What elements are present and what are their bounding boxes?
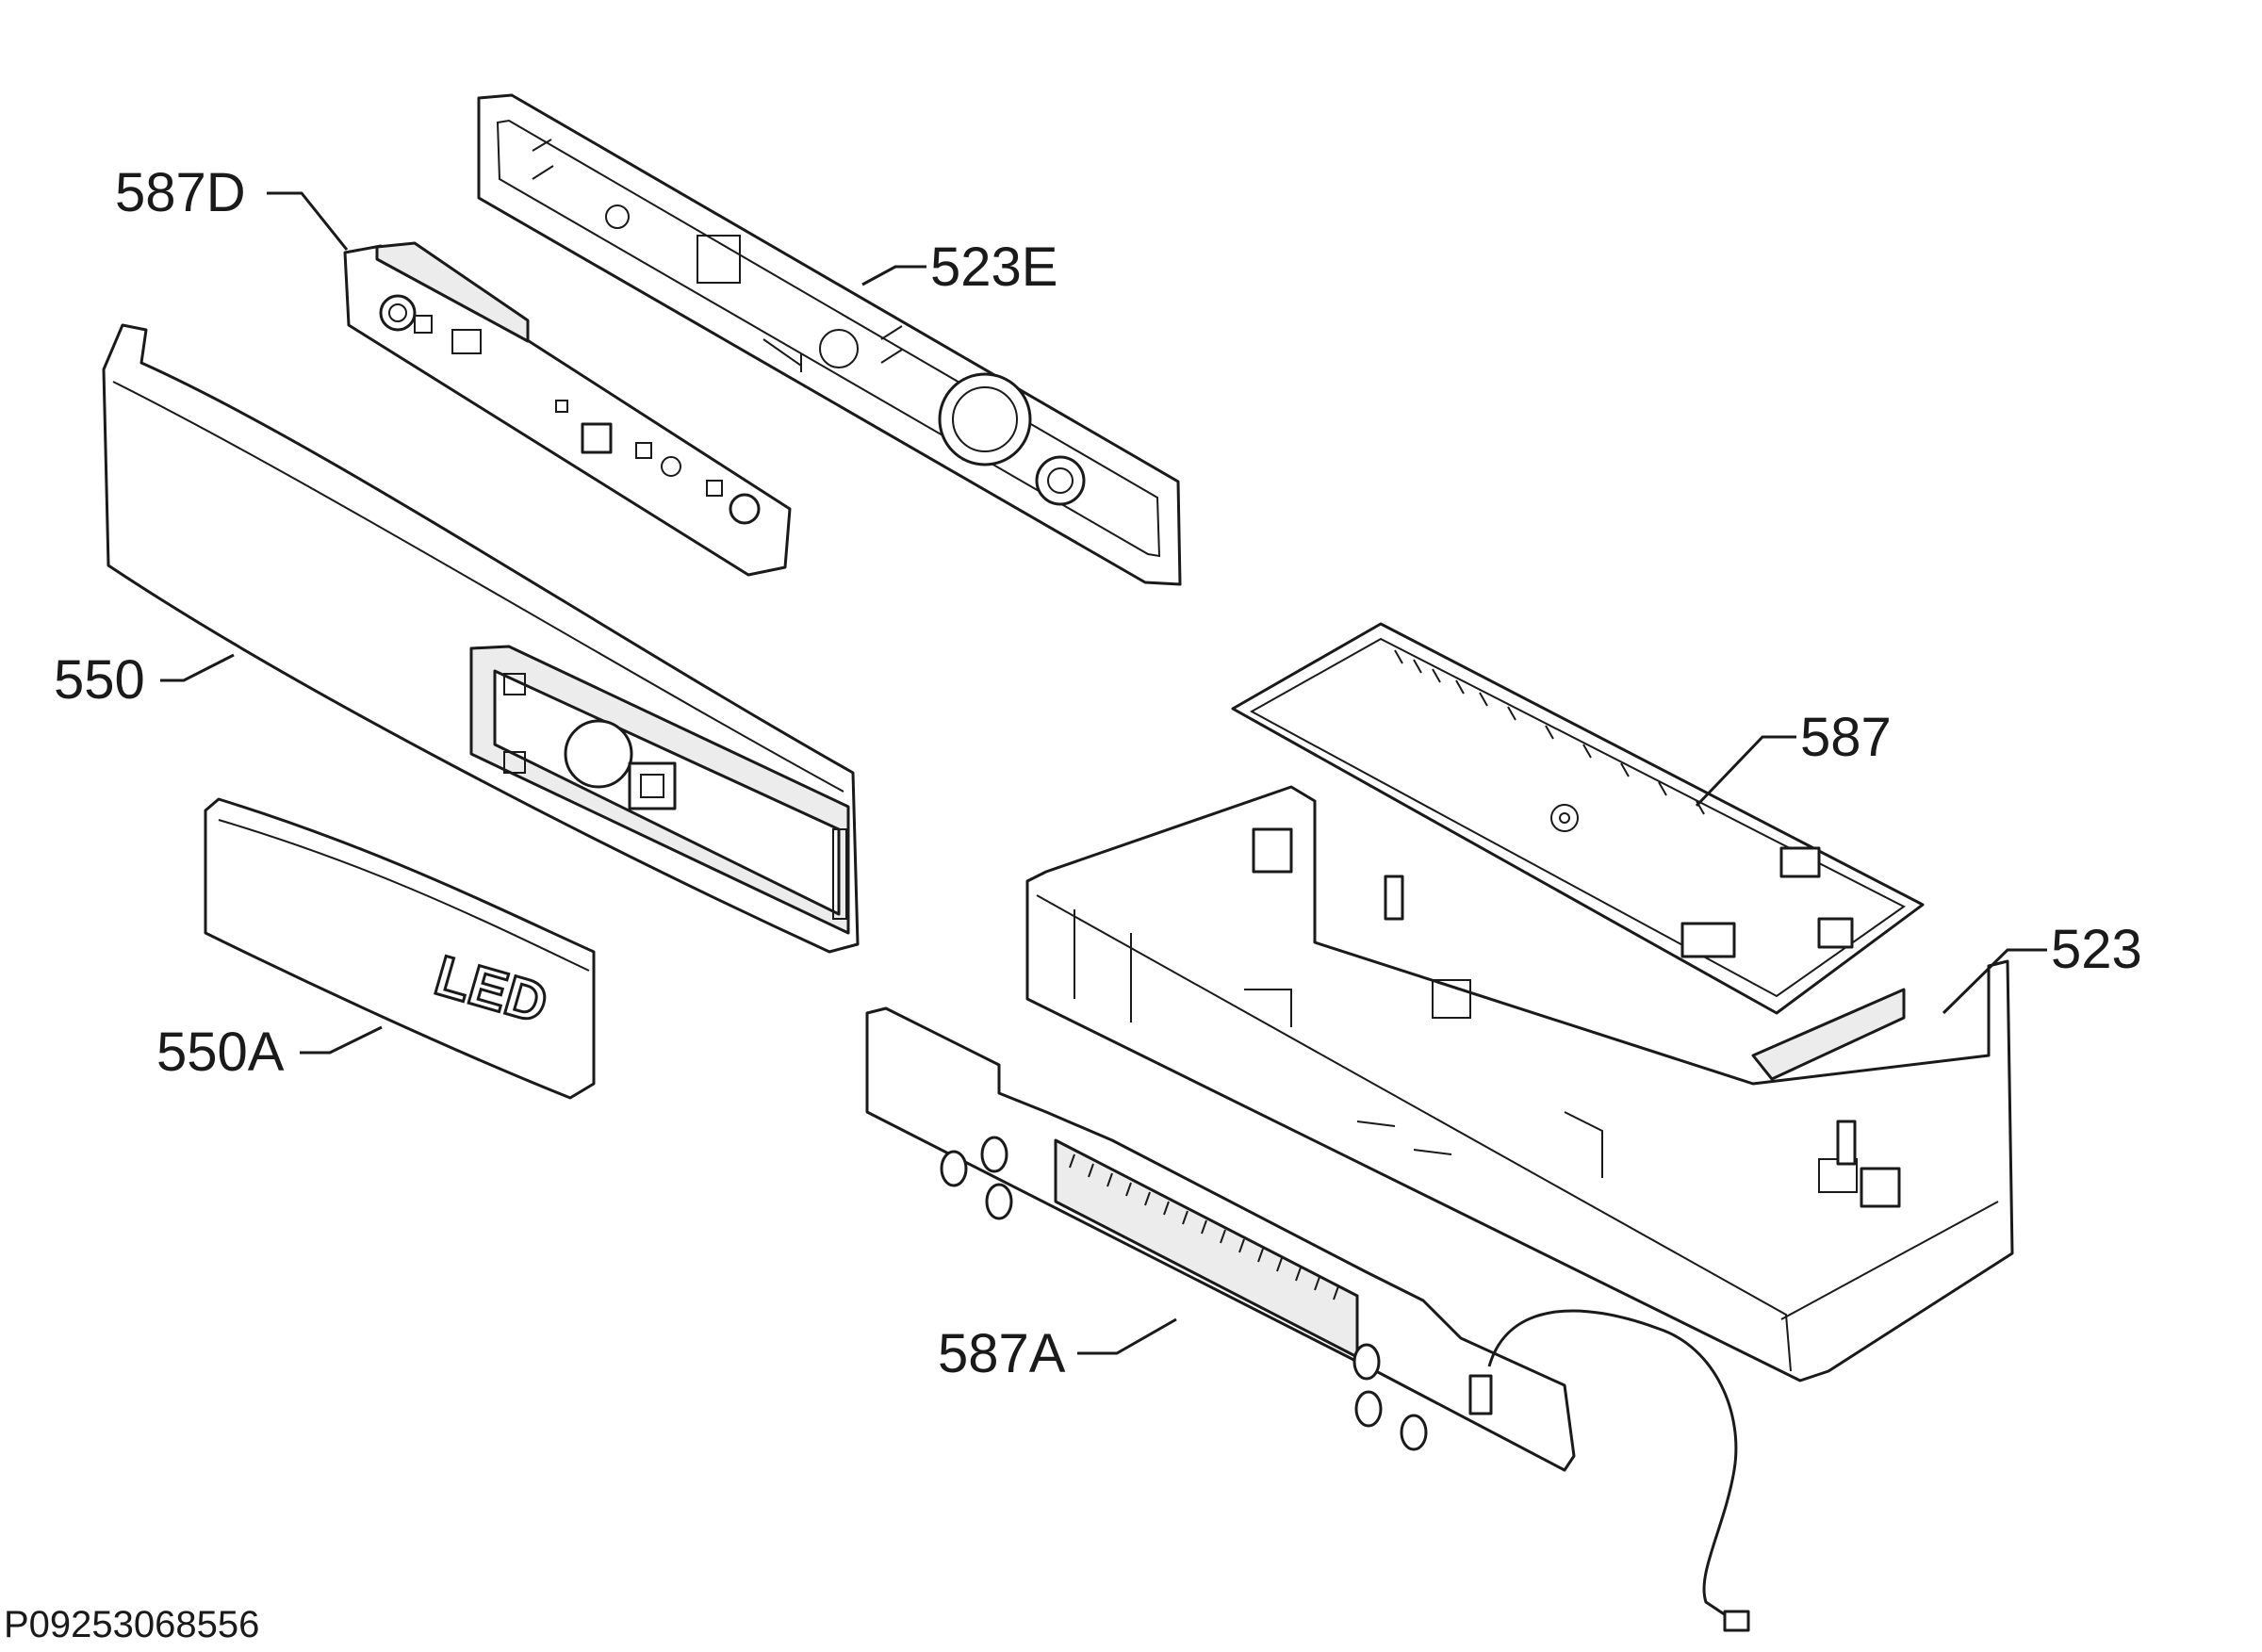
part-587d-pcb <box>343 241 792 577</box>
callout-587-label: 587 <box>1800 707 1892 768</box>
callout-523-label: 523 <box>2051 919 2142 980</box>
callout-550-label: 550 <box>54 649 145 711</box>
callout-550-leader <box>160 653 235 682</box>
part-523e-bracket <box>477 93 1182 586</box>
callout-523e-label: 523E <box>930 237 1057 298</box>
callout-587d-leader <box>267 191 349 251</box>
part-587a-display-board <box>865 1006 1750 1632</box>
callout-587-leader <box>1695 735 1796 808</box>
part-587-main-pcb <box>1231 622 1925 1015</box>
callout-587a-leader <box>1077 1317 1177 1355</box>
callout-550a-label: 550A <box>156 1022 285 1083</box>
callout-587a-label: 587A <box>938 1323 1066 1384</box>
callout-550a-leader <box>300 1025 383 1055</box>
part-550a-led-cover: LED <box>204 797 596 1100</box>
callout-587d-label: 587D <box>115 162 246 223</box>
drawing-code: P09253068556 <box>4 1604 259 1645</box>
callout-523-leader <box>1942 948 2047 1015</box>
part-550-fascia <box>102 323 860 954</box>
part-523-housing <box>1025 785 2014 1382</box>
callout-523e-leader <box>861 265 926 286</box>
